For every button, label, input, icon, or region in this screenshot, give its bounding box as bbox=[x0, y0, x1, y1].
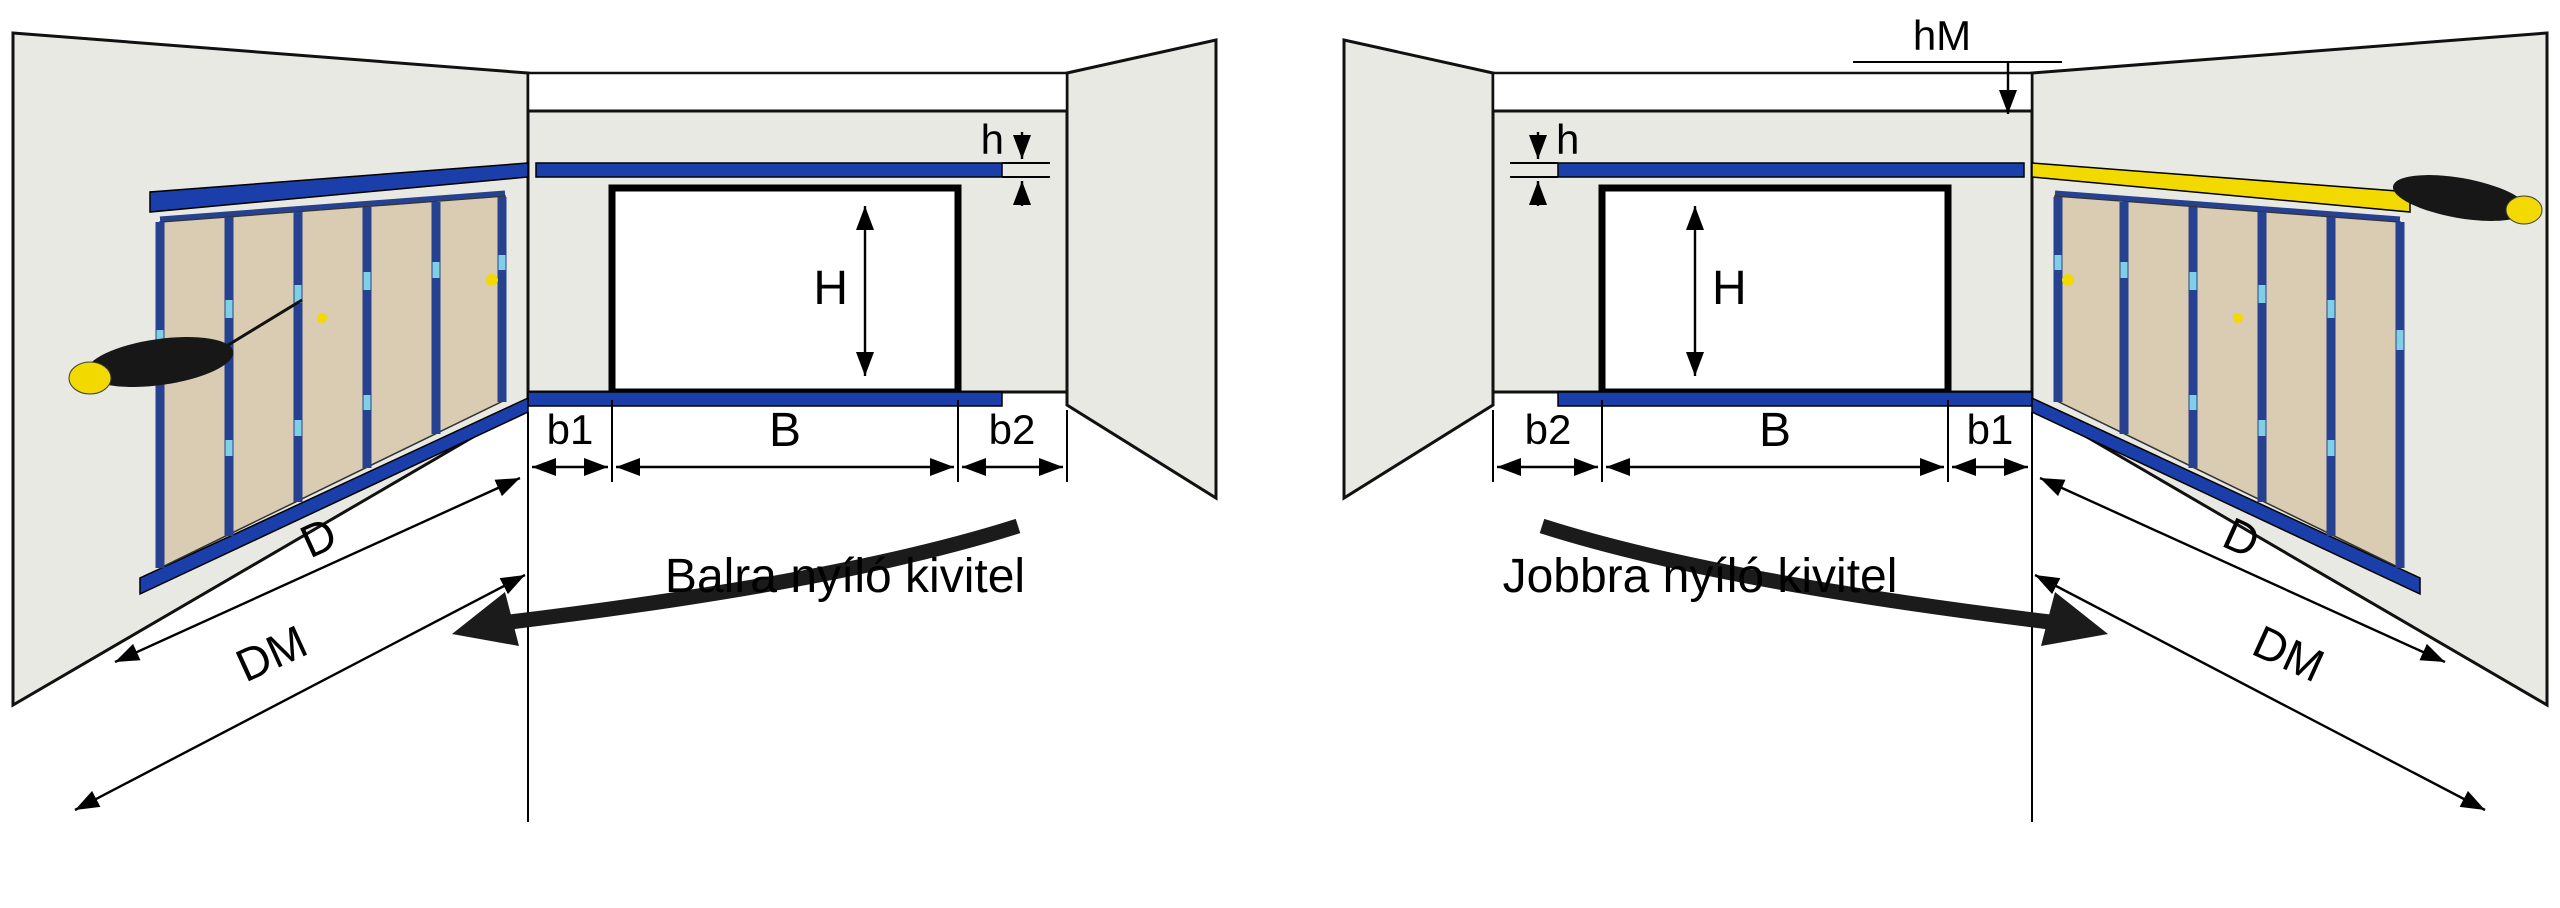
left-room-structure bbox=[13, 33, 1216, 822]
label-h: h bbox=[981, 116, 1004, 163]
right-scene-labels: hM h H b2 B b1 D DM Jobbra nyíló kivitel bbox=[1503, 12, 2332, 692]
label-b2: b2 bbox=[989, 406, 1036, 453]
right-scene-mirror-group bbox=[1344, 33, 2547, 822]
hM-dimension bbox=[1853, 61, 2062, 114]
label-B: B bbox=[1759, 404, 1791, 457]
right-scene: hM h H b2 B b1 D DM Jobbra nyíló kivitel bbox=[1344, 12, 2547, 822]
label-h: h bbox=[1556, 116, 1579, 163]
label-DM: DM bbox=[2245, 615, 2332, 692]
label-hM: hM bbox=[1913, 12, 1971, 59]
label-B: B bbox=[769, 404, 801, 457]
right-drive-motor bbox=[2392, 175, 2543, 225]
label-b2: b2 bbox=[1525, 406, 1572, 453]
label-H: H bbox=[813, 262, 848, 315]
motor-body bbox=[2392, 175, 2528, 221]
left-scene-title: Balra nyíló kivitel bbox=[665, 550, 1025, 603]
label-b1: b1 bbox=[547, 406, 594, 453]
label-DM: DM bbox=[228, 615, 315, 692]
motor-mount-line bbox=[219, 298, 303, 352]
motor-body bbox=[86, 337, 234, 387]
right-scene-title: Jobbra nyíló kivitel bbox=[1503, 550, 1898, 603]
label-b1: b1 bbox=[1967, 406, 2014, 453]
label-H: H bbox=[1712, 262, 1747, 315]
motor-lamp-lens bbox=[68, 361, 112, 395]
left-scene: h H b1 B b2 D DM Balra nyíló kivitel bbox=[13, 33, 1216, 822]
left-drive-motor bbox=[68, 298, 303, 395]
motor-lamp-lens bbox=[2505, 195, 2543, 225]
